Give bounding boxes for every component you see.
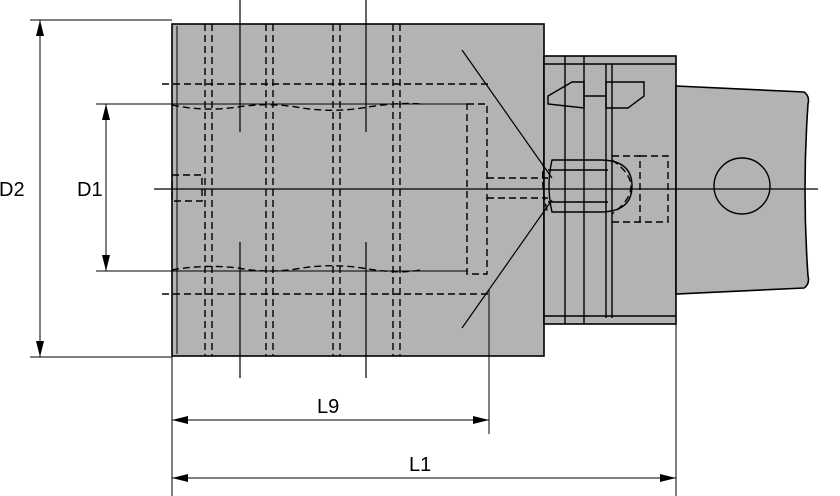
- taper-lines: [461, 49, 633, 329]
- arrow-down-icon: [36, 341, 44, 357]
- arrow-up-icon: [102, 104, 110, 120]
- tool-holder-body: [171, 23, 545, 357]
- dimension-d1: D1: [77, 103, 468, 272]
- dimension-label-l1: L1: [409, 454, 431, 476]
- arrow-right-icon: [473, 416, 489, 424]
- clamping-flange: [543, 55, 677, 325]
- dimension-label-d1: D1: [77, 179, 103, 201]
- dimension-label-d2: D2: [0, 179, 25, 201]
- arrow-down-icon: [102, 255, 110, 271]
- shank: [675, 85, 810, 295]
- arrow-left-icon: [172, 474, 188, 482]
- center-lines: [154, 0, 818, 378]
- dimension-l1: L1: [172, 324, 677, 496]
- dimension-d2: D2: [0, 19, 172, 358]
- arrow-up-icon: [36, 20, 44, 36]
- dimension-label-l9: L9: [317, 396, 339, 418]
- coolant-hole-icon: [713, 157, 771, 215]
- arrow-right-icon: [660, 474, 676, 482]
- dimension-l9: L9: [171, 290, 490, 496]
- arrow-left-icon: [172, 416, 188, 424]
